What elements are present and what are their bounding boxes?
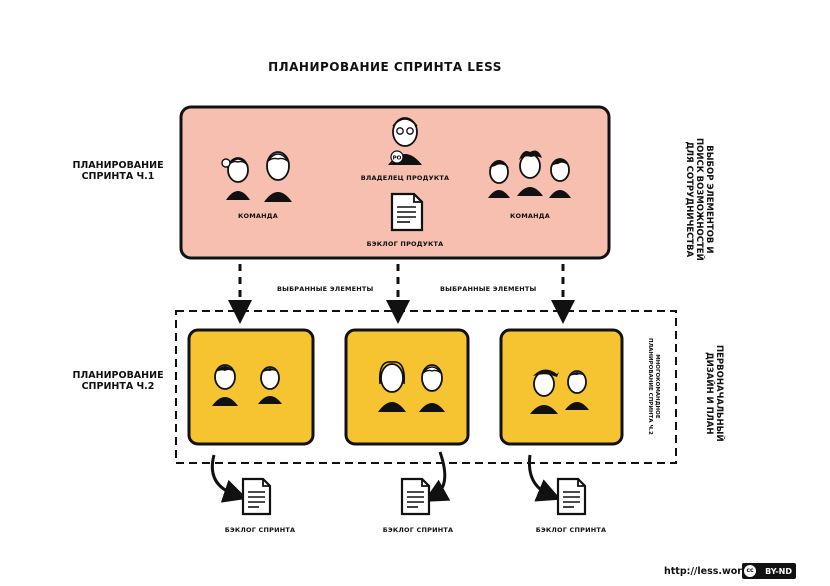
team-box-3 (499, 328, 624, 446)
team-box-1-people (212, 364, 282, 406)
product-backlog-label: БЭКЛОГ ПРОДУКТА (366, 240, 444, 248)
planning-part1-box (179, 105, 611, 260)
sprint-backlog-document-icon-3 (556, 477, 587, 516)
team-box-2-people (378, 361, 445, 412)
license-badge: cc BY-ND (742, 563, 796, 579)
curved-arrow-3 (527, 454, 562, 502)
selected-items-label-left: ВЫБРАННЫЕ ЭЛЕМЕНТЫ (277, 285, 374, 293)
footer-url-link[interactable]: http://less.works (664, 566, 754, 577)
team-box-3-people (530, 369, 589, 414)
multiteam-dashed-box (175, 310, 677, 464)
team-left-label: КОМАНДА (238, 212, 278, 220)
sprint-backlog-label-2: БЭКЛОГ СПРИНТА (382, 526, 454, 534)
product-owner-label: ВЛАДЕЛЕЦ ПРОДУКТА (360, 174, 450, 182)
planning-part1-line2: СПРИНТА Ч.1 (81, 171, 155, 182)
multiteam-vertical-label: МНОГОКОМАНДНОЕ ПЛАНИРОВАНИЕ СПРИНТА Ч.2 (646, 338, 660, 435)
team-box-2 (344, 328, 470, 446)
diagram-title: ПЛАНИРОВАНИЕ СПРИНТА LESS (268, 60, 502, 74)
sprint-backlog-label-3: БЭКЛОГ СПРИНТА (535, 526, 607, 534)
multiteam-vertical-line1: МНОГОКОМАНДНОЕ (654, 354, 660, 419)
sprint-backlog-document-icon-2 (400, 477, 431, 516)
team-right-label: КОМАНДА (510, 212, 550, 220)
design-vertical-label: ПЕРВОНАЧАЛЬНЫЙ ДИЗАЙН И ПЛАН (704, 345, 724, 442)
team-right-people (488, 150, 571, 198)
license-text: BY-ND (765, 566, 792, 576)
planning-part1-label: ПЛАНИРОВАНИЕ СПРИНТА Ч.1 (63, 160, 173, 182)
design-vertical-line1: ПЕРВОНАЧАЛЬНЫЙ (714, 345, 724, 442)
sprint-backlog-label-1: БЭКЛОГ СПРИНТА (224, 526, 296, 534)
curved-arrow-2 (423, 451, 451, 502)
po-badge-text: PO (393, 156, 402, 162)
team-box-1 (187, 328, 315, 446)
planning-part1-line1: ПЛАНИРОВАНИЕ (72, 160, 164, 171)
curved-arrow-1 (210, 454, 248, 503)
product-backlog-document-icon (390, 192, 424, 232)
sprint-backlog-document-icon-1 (241, 477, 272, 516)
team-left-people (221, 151, 292, 202)
selection-vertical-line1: ВЫБОР ЭЛЕМЕНТОВ И (704, 145, 714, 254)
design-vertical-line2: ДИЗАЙН И ПЛАН (704, 352, 714, 435)
planning-part2-line1: ПЛАНИРОВАНИЕ (72, 370, 164, 381)
selection-vertical-line3: ДЛЯ СОТРУДНИЧЕСТВА (684, 141, 694, 258)
planning-part2-line2: СПРИНТА Ч.2 (81, 381, 155, 392)
selection-vertical-label: ВЫБОР ЭЛЕМЕНТОВ И ПОИСК ВОЗМОЖНОСТЕЙ ДЛЯ… (684, 138, 714, 261)
selection-vertical-line2: ПОИСК ВОЗМОЖНОСТЕЙ (694, 138, 704, 261)
cc-icon: cc (744, 565, 756, 577)
planning-part2-label: ПЛАНИРОВАНИЕ СПРИНТА Ч.2 (63, 370, 173, 392)
product-owner-person (388, 117, 422, 165)
selected-items-label-right: ВЫБРАННЫЕ ЭЛЕМЕНТЫ (440, 285, 537, 293)
multiteam-vertical-line2: ПЛАНИРОВАНИЕ СПРИНТА Ч.2 (647, 338, 653, 435)
